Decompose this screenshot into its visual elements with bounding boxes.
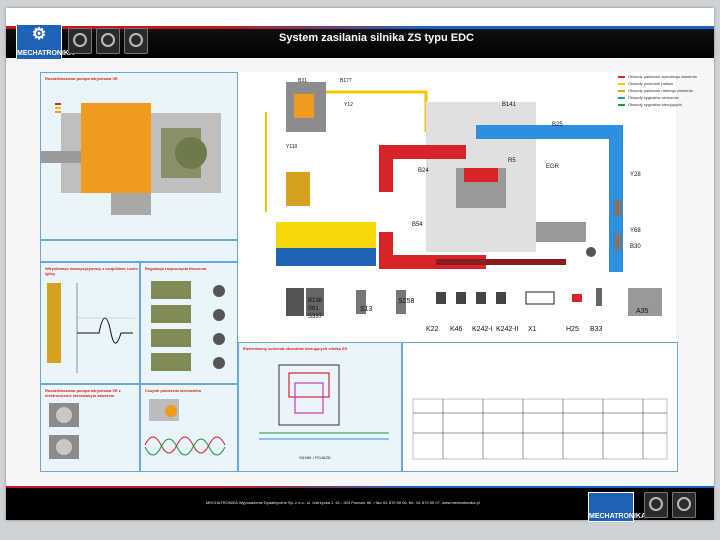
panel-valve: Rozdzielaczowa pompa wtryskowa VE z elek…	[40, 384, 140, 472]
badge-icon-2	[96, 28, 120, 54]
panel-signal: Wtryskiwacz dwusprężynowy z czujnikiem r…	[40, 262, 140, 384]
circuit-diagram	[259, 364, 389, 440]
badge-icon-1	[68, 28, 92, 54]
legend-item: Obwody sygnałów sterujących	[618, 102, 718, 108]
label-k242-i: K242-I	[472, 326, 493, 333]
label-y110: Y110	[286, 144, 298, 150]
label-k22: K22	[426, 326, 439, 333]
footer-logo: MECHATRONIKA	[588, 492, 647, 522]
label-s13: S13	[360, 306, 373, 313]
label-y68: Y68	[630, 228, 641, 234]
legend-item: Obwody paliwowe niskiego ciśnienia	[618, 88, 718, 94]
footer-address: MECHATRONIKA Wyposażenie Dydaktyczne Sp.…	[206, 500, 480, 505]
label-b30: B30	[630, 244, 641, 250]
label-b24: B24	[418, 168, 429, 174]
legend-item: Obwody sygnałów sensorów	[618, 95, 718, 101]
label-r5: R5	[508, 158, 516, 164]
legend-text: Obwody powrotne paliwa	[628, 81, 673, 86]
legend-swatch	[618, 83, 625, 85]
panel-circuit: Elementarny schemat obwodów sterujących …	[238, 342, 402, 472]
label-b138: B138	[308, 298, 323, 304]
engine-schematic	[265, 82, 623, 272]
page-title: System zasilania silnika ZS typu EDC	[278, 32, 474, 44]
footer-bar: MECHATRONIKA Wyposażenie Dydaktyczne Sp.…	[6, 486, 714, 522]
wiring-diagram	[412, 398, 668, 460]
label-s337: S337	[308, 314, 323, 320]
diagram-area: Rozdzielaczowa pompa wtryskowa VE Wtrysk…	[40, 72, 697, 472]
legend-item: Obwody powrotne paliwa	[618, 81, 718, 87]
label-k242-ii: K242-II	[496, 326, 519, 333]
sensor-illustration	[144, 399, 226, 456]
legend-text: Obwody paliwowe wysokiego ciśnienia	[628, 74, 697, 79]
poster: ⚙ MECHATRONIKA System zasilania silnika …	[6, 8, 714, 522]
label-h25: H25	[566, 326, 579, 333]
footer-logo-text: MECHATRONIKA	[589, 513, 647, 520]
panel-pump-title: Rozdzielaczowa pompa wtryskowa VE	[45, 76, 118, 81]
header-stripe	[6, 26, 714, 29]
legend-item: Obwody paliwowe wysokiego ciśnienia	[618, 74, 718, 80]
legend-swatch	[618, 97, 625, 99]
legend-text: Obwody sygnałów sterujących	[628, 102, 682, 107]
legend-swatch	[618, 76, 625, 78]
footer-badge-icon-2	[672, 492, 696, 518]
panel-needle: Regulacja rozpoczęcia tłoczenia	[140, 262, 238, 384]
panel-pump: Rozdzielaczowa pompa wtryskowa VE	[40, 72, 238, 240]
label-b54: B54	[412, 222, 423, 228]
panel-signal-title: Wtryskiwacz dwusprężynowy z czujnikiem r…	[45, 266, 138, 276]
panel-sensor: Czujnik położenia sterownika	[140, 384, 238, 472]
panel-needle-title: Regulacja rozpoczęcia tłoczenia	[145, 266, 207, 271]
needle-illustrations	[151, 281, 225, 371]
footer-badge-icon-1	[644, 492, 668, 518]
wiring-caption: SILNIK / POJAZD	[299, 455, 331, 460]
label-b25: B25	[552, 122, 563, 128]
label-s61: S61	[308, 306, 319, 312]
label-b31: B31	[298, 78, 307, 84]
label-x1: X1	[528, 326, 537, 333]
label-a35: A35	[636, 308, 649, 315]
label-s258: S258	[398, 298, 415, 305]
panel-valve-title: Rozdzielaczowa pompa wtryskowa VE z elek…	[45, 388, 121, 398]
header-bar: ⚙ MECHATRONIKA System zasilania silnika …	[6, 8, 714, 60]
signal-graph	[47, 283, 135, 373]
brand-logo: ⚙ MECHATRONIKA	[16, 24, 75, 60]
label-egr: EGR	[546, 164, 560, 170]
legend-swatch	[618, 90, 625, 92]
label-k46: K46	[450, 326, 463, 333]
legend-swatch	[618, 104, 625, 106]
legend-text: Obwody paliwowe niskiego ciśnienia	[628, 88, 693, 93]
label-y28: Y28	[630, 172, 641, 178]
label-b141: B141	[502, 102, 517, 108]
label-b33: B33	[590, 326, 603, 333]
legend: Obwody paliwowe wysokiego ciśnienia Obwo…	[618, 74, 718, 109]
pump-parts-list	[40, 240, 238, 262]
panel-sensor-title: Czujnik położenia sterownika	[145, 388, 201, 393]
logo-icon: ⚙	[31, 26, 47, 43]
pump-illustration	[41, 103, 221, 215]
panel-circuit-title: Elementarny schemat obwodów sterujących …	[243, 346, 348, 351]
logo-text: MECHATRONIKA	[17, 50, 75, 57]
panel-wiring	[402, 342, 678, 472]
label-b177: B177	[340, 78, 352, 84]
label-y12: Y12	[344, 102, 353, 108]
legend-text: Obwody sygnałów sensorów	[628, 95, 679, 100]
footer-stripe	[6, 486, 714, 488]
valve-illustration	[49, 403, 79, 459]
badge-icon-3	[124, 28, 148, 54]
components-row	[286, 288, 662, 316]
